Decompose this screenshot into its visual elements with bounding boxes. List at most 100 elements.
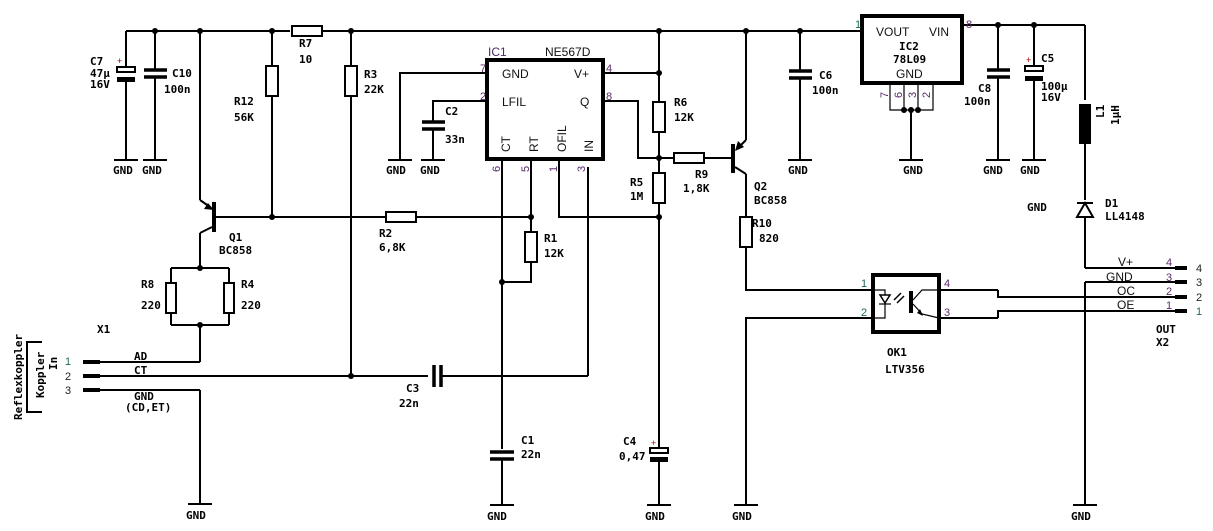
ic2-gnd-pin: 3 (907, 92, 919, 98)
optocoupler-ok1: GND 1 2 3 4 OK1 LTV356 (732, 273, 1175, 523)
connector-x2: GND V+ GND OC OE 4 3 2 1 4 3 2 1 OUT X2 (1071, 255, 1202, 523)
gnd-label: GND (788, 164, 808, 177)
gnd-label: GND (903, 164, 923, 177)
x1-sub: In (47, 357, 60, 370)
ok1-pin4: 4 (944, 278, 950, 290)
gnd-label: GND (983, 164, 1003, 177)
q1-part: BC858 (219, 244, 252, 257)
q2-ref: Q2 (754, 180, 767, 193)
ic2-gnd-pin: 6 (893, 92, 905, 98)
ok1-pin3: 3 (944, 307, 950, 319)
r3-value: 22K (364, 83, 384, 96)
junction-dot (528, 214, 534, 220)
x2-signal-gnd: GND (1106, 270, 1133, 284)
r1-value: 12K (544, 247, 564, 260)
x1-group-label: Reflexkoppler (12, 334, 25, 420)
ic1-pin-gnd-label: GND (502, 67, 529, 81)
x2-pin2: 2 (1196, 292, 1202, 304)
l1-ref: L1 (1094, 104, 1107, 118)
resistor-r5: R5 1M (630, 172, 666, 448)
x2-signal-oe: OE (1117, 298, 1134, 312)
ic1-pin3: 3 (576, 166, 588, 172)
ic1-pin-q-label: Q (580, 95, 589, 109)
c4-ref: C4 (623, 435, 637, 448)
x1-name: Koppler (34, 351, 47, 398)
ic1-pin5: 5 (520, 166, 532, 172)
c8-ref: C8 (978, 82, 991, 95)
ic2-pin-vin: 8 (966, 19, 972, 31)
x2-signal-vplus: V+ (1118, 255, 1133, 269)
x1-signal-ct: CT (134, 364, 148, 377)
diode-d1: D1 LL4148 GND (1027, 197, 1145, 268)
ic2-78l09: 1 8 VOUT VIN IC2 78L09 GND 7 6 3 2 GND (855, 14, 972, 177)
r6-value: 12K (674, 111, 694, 124)
ic1-pin-lfil-label: LFIL (502, 95, 526, 109)
r1-ref: R1 (544, 232, 558, 245)
x2-pin-inner: 4 (1166, 257, 1172, 269)
r5-ref: R5 (630, 176, 643, 189)
capacitor-c8: C8 100n GND (964, 25, 1010, 177)
d1-part: LL4148 (1105, 210, 1145, 223)
x2-pin1: 1 (1196, 306, 1202, 318)
c7-value: 47µ (90, 67, 110, 80)
x2-name: OUT (1156, 323, 1176, 336)
r8-value: 220 (141, 299, 161, 312)
plus-mark: + (1026, 55, 1031, 65)
resistor-r9: R9 1,8K (659, 152, 731, 195)
junction-dot (995, 22, 1001, 28)
x1-signal-note: (CD,ET) (125, 401, 171, 414)
gnd-label: GND (645, 510, 665, 523)
c5-ref: C5 (1041, 52, 1054, 65)
l1-value: 1µH (1109, 105, 1122, 125)
ic1-wiring: GND GND C2 33n (386, 72, 659, 282)
c2-ref: C2 (445, 105, 458, 118)
junction-dot (197, 322, 203, 328)
r3-ref: R3 (364, 68, 377, 81)
capacitor-c5: + C5 100µ 16V GND (1020, 25, 1068, 177)
x2-pin4: 4 (1196, 263, 1202, 275)
ic2-vin-label: VIN (929, 25, 949, 39)
gnd-label: GND (1020, 164, 1040, 177)
ic1-pin-ofil-label: OFIL (555, 125, 569, 152)
r4-ref: R4 (241, 278, 255, 291)
x2-pin3: 3 (1196, 277, 1202, 289)
ic2-part: 78L09 (893, 53, 926, 66)
ic1-pin1: 1 (548, 166, 560, 172)
capacitor-c6: C6 100n GND (788, 31, 839, 177)
resistor-r7: R7 10 (291, 25, 323, 66)
junction-dot (656, 214, 662, 220)
ic1-pin-vplus-label: V+ (574, 67, 589, 81)
capacitor-c10: C10 100n GND (142, 31, 192, 177)
junction-dot (197, 265, 203, 271)
r12-ref: R12 (234, 95, 254, 108)
gnd-label: GND (113, 164, 133, 177)
capacitor-c4: + C4 0,47 GND (619, 435, 671, 523)
ok1-pin2: 2 (861, 307, 867, 319)
resistor-r3: R3 22K (344, 31, 384, 376)
c1-ref: C1 (521, 434, 535, 447)
r2-value: 6,8K (379, 241, 406, 254)
ic1-pin6: 6 (491, 166, 503, 172)
gnd-label: GND (186, 509, 206, 522)
x2-ref: X2 (1156, 336, 1169, 349)
plus-mark: + (117, 56, 122, 66)
c1-value: 22n (521, 448, 541, 461)
x1-signal-ad: AD (134, 350, 148, 363)
q2-part: BC858 (754, 194, 787, 207)
plus-mark: + (651, 438, 656, 448)
junction-dot (499, 279, 505, 285)
r10-value: 820 (759, 232, 779, 245)
resistor-pair-r8-r4: R8 220 R4 220 (141, 267, 261, 362)
ic2-ref: IC2 (899, 40, 919, 53)
ic1-pin-in-label: IN (582, 140, 596, 152)
x1-pin1: 1 (65, 356, 71, 368)
ic1-pin-rt-label: RT (527, 136, 541, 152)
r9-ref: R9 (695, 168, 708, 181)
x1-ref: X1 (97, 323, 111, 336)
resistor-r12: R12 56K (234, 31, 279, 217)
x2-pin-inner: 1 (1166, 300, 1172, 312)
junction-dot (152, 28, 158, 34)
d1-ref: D1 (1105, 197, 1119, 210)
ic1-ne567d: IC1 NE567D GND V+ LFIL Q CT RT OFIL IN 7… (480, 45, 612, 172)
c7-ref: C7 (90, 55, 103, 68)
